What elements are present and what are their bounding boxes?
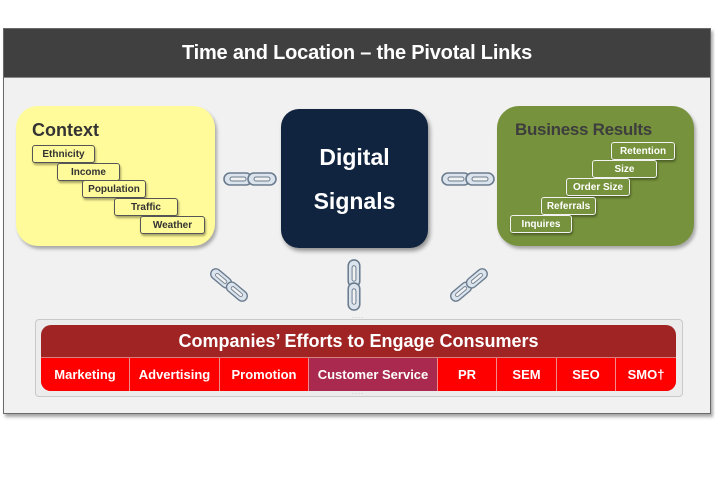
business-results-box: Business Results Retention Size Order Si… <box>497 106 694 246</box>
context-item: Weather <box>140 216 205 234</box>
chain-link-icon <box>441 172 495 186</box>
chain-link-icon <box>210 268 248 302</box>
context-item: Traffic <box>114 198 178 216</box>
channel-cell-seo: SEO <box>557 358 616 391</box>
digital-signals-line2: Signals <box>313 187 396 214</box>
channel-cell-sem: SEM <box>497 358 557 391</box>
efforts-band: Companies’ Efforts to Engage Consumers M… <box>41 325 676 391</box>
context-item: Income <box>57 163 120 181</box>
business-result-item: Referrals <box>541 197 596 215</box>
digital-signals-box: Digital Signals <box>281 109 428 248</box>
context-box: Context Ethnicity Income Population Traf… <box>16 106 215 246</box>
title-bar: Time and Location – the Pivotal Links <box>4 29 710 78</box>
channel-cell-customer-service: Customer Service <box>309 358 438 391</box>
efforts-heading: Companies’ Efforts to Engage Consumers <box>41 325 676 358</box>
chain-link-icon <box>347 259 361 311</box>
context-item: Ethnicity <box>32 145 95 163</box>
channel-cell-promotion: Promotion <box>220 358 309 391</box>
chain-link-icon <box>450 268 488 302</box>
channel-cell-smo: SMO† <box>616 358 676 391</box>
business-results-heading: Business Results <box>515 120 652 139</box>
business-result-item: Order Size <box>566 178 630 196</box>
channel-cell-pr: PR <box>438 358 497 391</box>
business-result-item: Size <box>592 160 657 178</box>
resize-handle-bottom[interactable]: ···· <box>352 391 364 397</box>
channel-row: Marketing Advertising Promotion Customer… <box>41 358 676 391</box>
channel-cell-marketing: Marketing <box>41 358 130 391</box>
slide-title: Time and Location – the Pivotal Links <box>181 41 533 64</box>
digital-signals-line1: Digital <box>319 143 390 170</box>
business-result-item: Inquires <box>510 215 572 233</box>
context-item: Population <box>82 180 146 198</box>
channel-cell-advertising: Advertising <box>130 358 220 391</box>
chain-link-icon <box>223 172 277 186</box>
context-heading: Context <box>32 120 99 140</box>
business-result-item: Retention <box>611 142 675 160</box>
resize-handle-top[interactable]: ···· <box>352 315 364 321</box>
